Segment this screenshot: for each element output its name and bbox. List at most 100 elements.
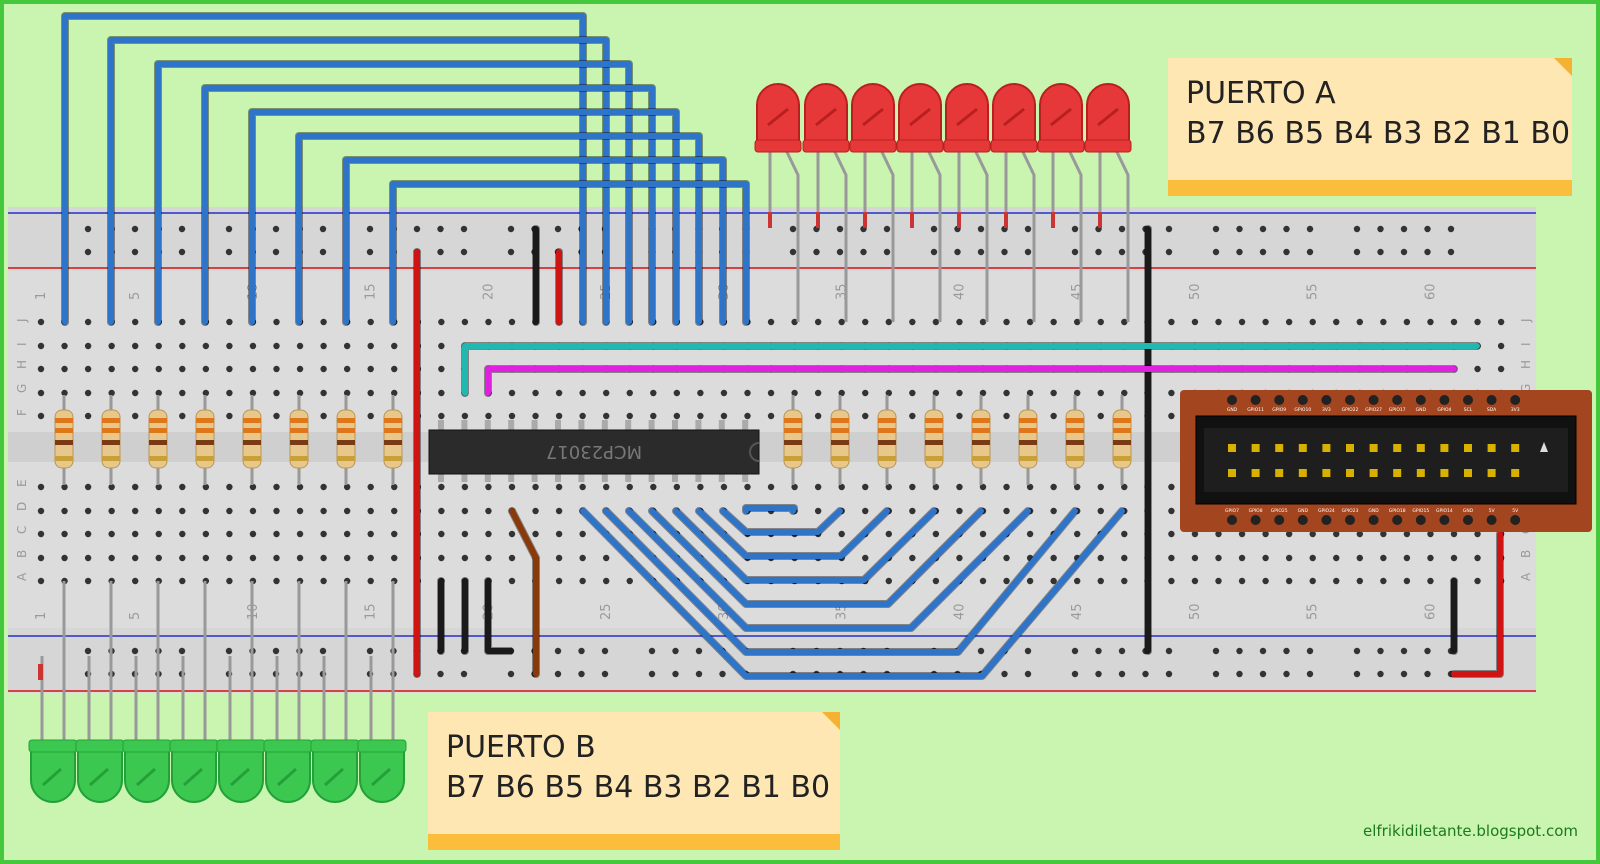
resistor-body <box>1018 409 1038 469</box>
gpio-pin <box>1251 469 1260 477</box>
hole <box>132 577 139 585</box>
hole <box>391 342 398 350</box>
led-green-rim <box>357 739 407 753</box>
hole <box>155 342 162 350</box>
rail-hole <box>1424 248 1431 256</box>
rail-hole <box>131 647 139 655</box>
resistor-body <box>242 409 262 469</box>
resistor-band <box>337 440 355 445</box>
hole <box>61 507 68 515</box>
hole <box>1427 530 1434 538</box>
hole <box>343 365 351 373</box>
hole <box>1450 530 1458 538</box>
hole <box>226 530 233 538</box>
hole <box>862 483 869 491</box>
rail-hole <box>178 647 186 655</box>
gpio-hole <box>1227 515 1237 525</box>
led-cathode-mark <box>89 767 109 787</box>
gpio-pin <box>1275 444 1284 452</box>
column-number: 5 <box>128 292 143 300</box>
rail-hole <box>1306 647 1314 655</box>
hole <box>1380 577 1387 585</box>
gpio-pin <box>1511 469 1520 477</box>
hole <box>862 389 869 397</box>
hole <box>508 530 516 538</box>
hole <box>814 507 822 515</box>
wire-sda-cyan <box>462 343 1480 396</box>
hole <box>61 342 68 350</box>
rail-hole <box>1353 248 1361 256</box>
resistor-band <box>1113 418 1131 423</box>
resistor-body <box>383 409 403 469</box>
hole <box>320 554 327 562</box>
hole <box>555 412 563 420</box>
hole <box>1450 554 1458 562</box>
hole <box>1450 318 1458 326</box>
hole <box>1121 389 1128 397</box>
hole <box>603 577 610 585</box>
rail-hole <box>1353 647 1361 655</box>
led-green-rim <box>169 739 219 753</box>
hole <box>391 389 398 397</box>
rail-hole <box>695 670 703 678</box>
led-cathode-mark <box>909 107 931 127</box>
gpio-pin <box>1322 444 1331 452</box>
resistor-band <box>1066 418 1084 423</box>
rail-hole <box>1118 248 1126 256</box>
hole <box>1262 554 1269 562</box>
hole <box>1333 577 1340 585</box>
hole <box>1380 554 1387 562</box>
hole <box>532 530 539 538</box>
hole <box>650 412 657 420</box>
led-cathode-mark <box>136 767 156 787</box>
hole <box>179 412 186 420</box>
hole <box>720 412 728 420</box>
rail-hole <box>1095 670 1102 678</box>
hole <box>626 483 633 491</box>
rail-hole <box>672 647 679 655</box>
gpio-hole <box>1439 395 1450 405</box>
hole <box>202 507 210 515</box>
hole <box>555 389 563 397</box>
hole <box>532 412 539 420</box>
hole <box>791 318 798 326</box>
chip-pin <box>531 470 538 482</box>
gpio-pin <box>1369 444 1378 452</box>
gpio-pin-label: GPIO9 <box>1272 407 1286 413</box>
led-green <box>30 744 76 803</box>
hole <box>485 554 492 562</box>
hole <box>1168 412 1175 420</box>
led-red-rim <box>754 139 802 153</box>
hole <box>909 507 916 515</box>
resistor-band <box>784 428 802 433</box>
column-number: 15 <box>364 283 379 300</box>
hole <box>1380 318 1387 326</box>
resistor-band <box>149 418 167 423</box>
hole <box>485 483 492 491</box>
gpio-connector-inner <box>1204 428 1568 492</box>
hole <box>438 342 445 350</box>
rail-hole <box>366 248 374 256</box>
hole <box>461 483 469 491</box>
rail-hole <box>954 248 961 256</box>
hole <box>367 507 374 515</box>
chip-pin <box>672 420 678 432</box>
resistor-band <box>972 456 990 461</box>
chip-notch <box>749 442 760 462</box>
row-letter: B <box>1519 550 1533 558</box>
column-number: 50 <box>1188 603 1203 620</box>
hole <box>37 389 45 397</box>
hole <box>1097 483 1104 491</box>
hole <box>438 483 445 491</box>
gpio-pin-label: SDA <box>1487 407 1497 413</box>
hole <box>273 577 280 585</box>
hole <box>1356 577 1364 585</box>
gpio-hole <box>1345 395 1355 405</box>
hole <box>61 530 68 538</box>
chip-pin <box>695 420 702 432</box>
row-letter: G <box>15 384 29 393</box>
chip-body <box>428 429 760 475</box>
hole <box>555 577 563 585</box>
hole <box>155 483 162 491</box>
hole <box>1097 318 1104 326</box>
